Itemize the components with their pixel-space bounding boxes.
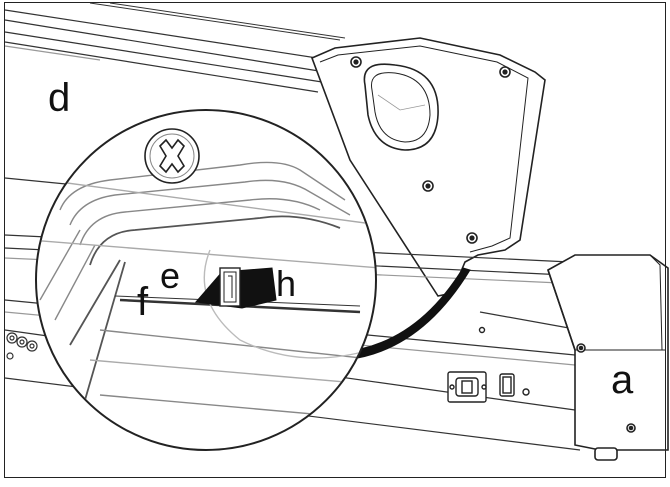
label-d: d: [48, 76, 71, 120]
label-e: e: [160, 255, 181, 296]
side-bracket: [310, 37, 546, 297]
left-connectors: [6, 332, 38, 360]
power-socket: [447, 326, 530, 403]
upper-rail: [4, 2, 346, 93]
label-f: f: [137, 280, 149, 324]
end-cap: [547, 254, 669, 461]
latch-detail: [195, 267, 277, 309]
label-h: h: [276, 263, 297, 304]
figure-border: [4, 2, 666, 478]
magnified-detail: [35, 109, 377, 451]
label-a: a: [611, 358, 634, 402]
zoom-screw: [144, 128, 200, 184]
